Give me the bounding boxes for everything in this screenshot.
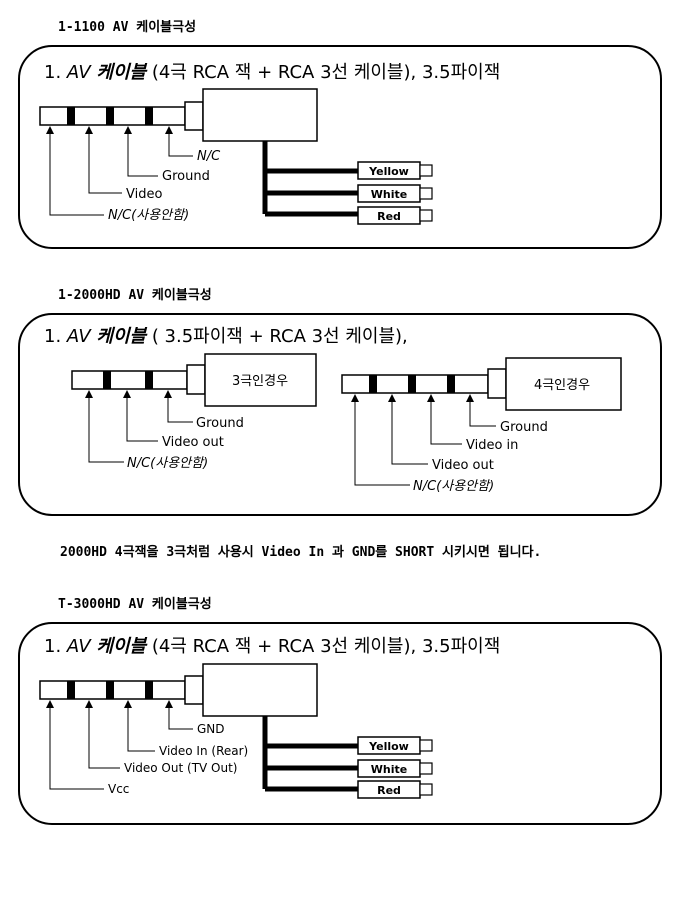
heading-cable: 케이블	[96, 62, 147, 83]
section-2-box	[18, 313, 662, 516]
section-2-title: 1-2000HD AV 케이블극성	[58, 288, 212, 303]
plug-body-3pole	[204, 353, 317, 407]
insulator-ring-1	[67, 681, 75, 699]
cable	[262, 716, 360, 792]
insulator-ring-2	[106, 681, 114, 699]
rca-plug-yellow	[357, 161, 433, 180]
insulator-ring-2	[145, 371, 153, 389]
insulator-ring-2	[106, 107, 114, 125]
heading-av: AV	[66, 636, 91, 657]
rca-label-yellow: Yellow	[368, 740, 409, 753]
section-3-heading: 1. AV 케이블 (4극 RCA 잭 + RCA 3선 케이블), 3.5파이…	[44, 632, 500, 658]
rca-plug-white	[357, 184, 433, 203]
heading-cable: 케이블	[96, 636, 147, 657]
rca-label-yellow: Yellow	[368, 165, 409, 178]
heading-av: AV	[66, 326, 91, 347]
pin-label-vcc: Vcc	[108, 782, 129, 796]
plug-body-4pole	[505, 357, 622, 411]
pin-label-video-out-tv: Video Out (TV Out)	[124, 761, 237, 775]
section-1-box	[18, 45, 662, 249]
pin-label-nc-unused: N/C(사용안함)	[108, 208, 189, 223]
heading-cable: 케이블	[96, 326, 147, 347]
pin-label-ground: Ground	[162, 169, 210, 184]
section-3-title: T-3000HD AV 케이블극성	[58, 597, 212, 612]
insulator-ring-1	[67, 107, 75, 125]
insulator-ring-3	[145, 681, 153, 699]
pin-label-videoout-4pole: Video out	[432, 458, 494, 473]
heading-description: (4극 RCA 잭 + RCA 3선 케이블), 3.5파이잭	[151, 62, 501, 83]
plug-body	[202, 88, 318, 142]
pin-label-video: Video	[126, 187, 162, 202]
heading-number: 1.	[44, 636, 62, 657]
insulator-ring-1	[103, 371, 111, 389]
insulator-ring-2	[408, 375, 416, 393]
heading-description: (4극 RCA 잭 + RCA 3선 케이블), 3.5파이잭	[151, 636, 501, 657]
plug-body	[202, 663, 318, 717]
pin-label-nc-4pole: N/C(사용안함)	[413, 479, 494, 494]
pin-label-nc: N/C	[197, 149, 221, 164]
insulator-ring-3	[447, 375, 455, 393]
short-note: 2000HD 4극잭을 3극처럼 사용시 Video In 과 GND를 SHO…	[60, 545, 542, 560]
pin-label-videoin-4pole: Video in	[466, 438, 518, 453]
insulator-ring-3	[145, 107, 153, 125]
plug-collar	[184, 675, 204, 705]
heading-av: AV	[66, 62, 91, 83]
rca-label-white: White	[371, 188, 407, 201]
rca-label-red: Red	[377, 784, 401, 797]
insulator-ring-1	[369, 375, 377, 393]
section-3-box	[18, 622, 662, 825]
heading-number: 1.	[44, 326, 62, 347]
rca-label-red: Red	[377, 210, 401, 223]
pin-label-ground-3pole: Ground	[196, 416, 244, 431]
heading-description: ( 3.5파이잭 + RCA 3선 케이블),	[151, 326, 408, 347]
rca-plug-white	[357, 759, 433, 778]
section-2-heading: 1. AV 케이블 ( 3.5파이잭 + RCA 3선 케이블),	[44, 322, 408, 348]
pin-label-gnd: GND	[197, 722, 225, 736]
rca-plug-yellow	[357, 736, 433, 755]
rca-plug-red	[357, 206, 433, 225]
pin-label-videoout-3pole: Video out	[162, 435, 224, 450]
pin-label-video-in-rear: Video In (Rear)	[159, 744, 248, 758]
rca-plug-red	[357, 780, 433, 799]
section-1-title: 1-1100 AV 케이블극성	[58, 20, 197, 35]
pin-label-ground-4pole: Ground	[500, 420, 548, 435]
heading-number: 1.	[44, 62, 62, 83]
plug-label-3pole: 3극인경우	[232, 374, 288, 389]
plug-label-4pole: 4극인경우	[534, 378, 590, 393]
section-1-heading: 1. AV 케이블 (4극 RCA 잭 + RCA 3선 케이블), 3.5파이…	[44, 58, 500, 84]
cable	[262, 141, 360, 217]
pin-label-nc-3pole: N/C(사용안함)	[127, 456, 208, 471]
rca-label-white: White	[371, 763, 407, 776]
